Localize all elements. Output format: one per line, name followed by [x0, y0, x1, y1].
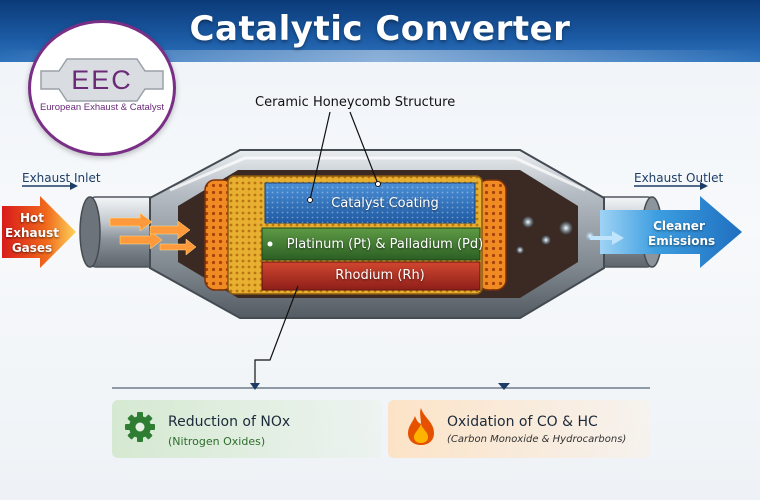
exhaust-inlet-label: Exhaust Inlet: [22, 171, 101, 185]
reduction-title: Reduction of NOx: [168, 414, 291, 430]
hot-gases-line-1: Hot: [19, 211, 45, 225]
hot-gases-line-2: Exhaust: [5, 226, 59, 240]
oxidation-subtitle: (Carbon Monoxide & Hydrocarbons): [447, 434, 627, 445]
inlet-label-arrowhead: [70, 182, 78, 190]
logo-name: European Exhaust & Catalyst: [39, 102, 165, 113]
flame-icon: [408, 408, 434, 445]
gear-icon: [125, 412, 155, 442]
eec-logo: EEC European Exhaust & Catalyst: [28, 20, 176, 156]
rhodium-label: Rhodium (Rh): [335, 268, 425, 283]
inlet-flow-arrows: [109, 212, 197, 256]
catalyst-coating-label: Catalyst Coating: [331, 196, 439, 211]
logo-mark: EEC: [71, 65, 133, 95]
outlet-label-arrowhead: [700, 182, 708, 190]
platinum-palladium-label: Platinum (Pt) & Palladium (Pd): [286, 237, 484, 252]
clean-emissions-label: Cleaner Emissions: [648, 219, 716, 249]
hot-gas-arrow: [2, 196, 76, 268]
oxidation-title: Oxidation of CO & HC: [447, 414, 598, 430]
inlet-pipe-mouth: [79, 196, 101, 268]
converter-logo-icon: [40, 58, 164, 102]
hot-gases-line-3: Gases: [11, 241, 53, 255]
outlet-flow-particles: [516, 216, 595, 254]
divider-marker-right: [498, 383, 510, 390]
clean-emissions-line-1: Cleaner: [653, 219, 705, 233]
divider-marker-left: [250, 383, 260, 390]
hot-gases-label: Hot Exhaust Gases: [4, 211, 60, 256]
honeycomb-callout-right-dot: [375, 181, 381, 187]
platinum-dot: [267, 241, 273, 247]
rhodium-band: [261, 261, 481, 291]
clean-emissions-arrow: [600, 196, 742, 268]
page-title: Catalytic Converter: [189, 9, 571, 49]
banner-sheen: [0, 50, 760, 62]
exhaust-outlet-label: Exhaust Outlet: [634, 171, 724, 185]
clean-emissions-line-2: Emissions: [648, 234, 716, 248]
honeycomb-callout-left-dot: [307, 197, 313, 203]
reduction-subtitle: (Nitrogen Oxides): [168, 435, 266, 448]
platinum-band: [261, 227, 481, 261]
catalyst-coating-texture: [265, 183, 475, 223]
rhodium-callout-line: [254, 285, 299, 388]
reduction-panel: [112, 400, 382, 458]
outlet-small-arrow: [590, 231, 624, 245]
shell-highlight: [169, 156, 586, 192]
honeycomb-callout-right: [349, 111, 379, 185]
honeycomb-label: Ceramic Honeycomb Structure: [255, 95, 456, 110]
honeycomb-callout-left: [309, 111, 331, 201]
